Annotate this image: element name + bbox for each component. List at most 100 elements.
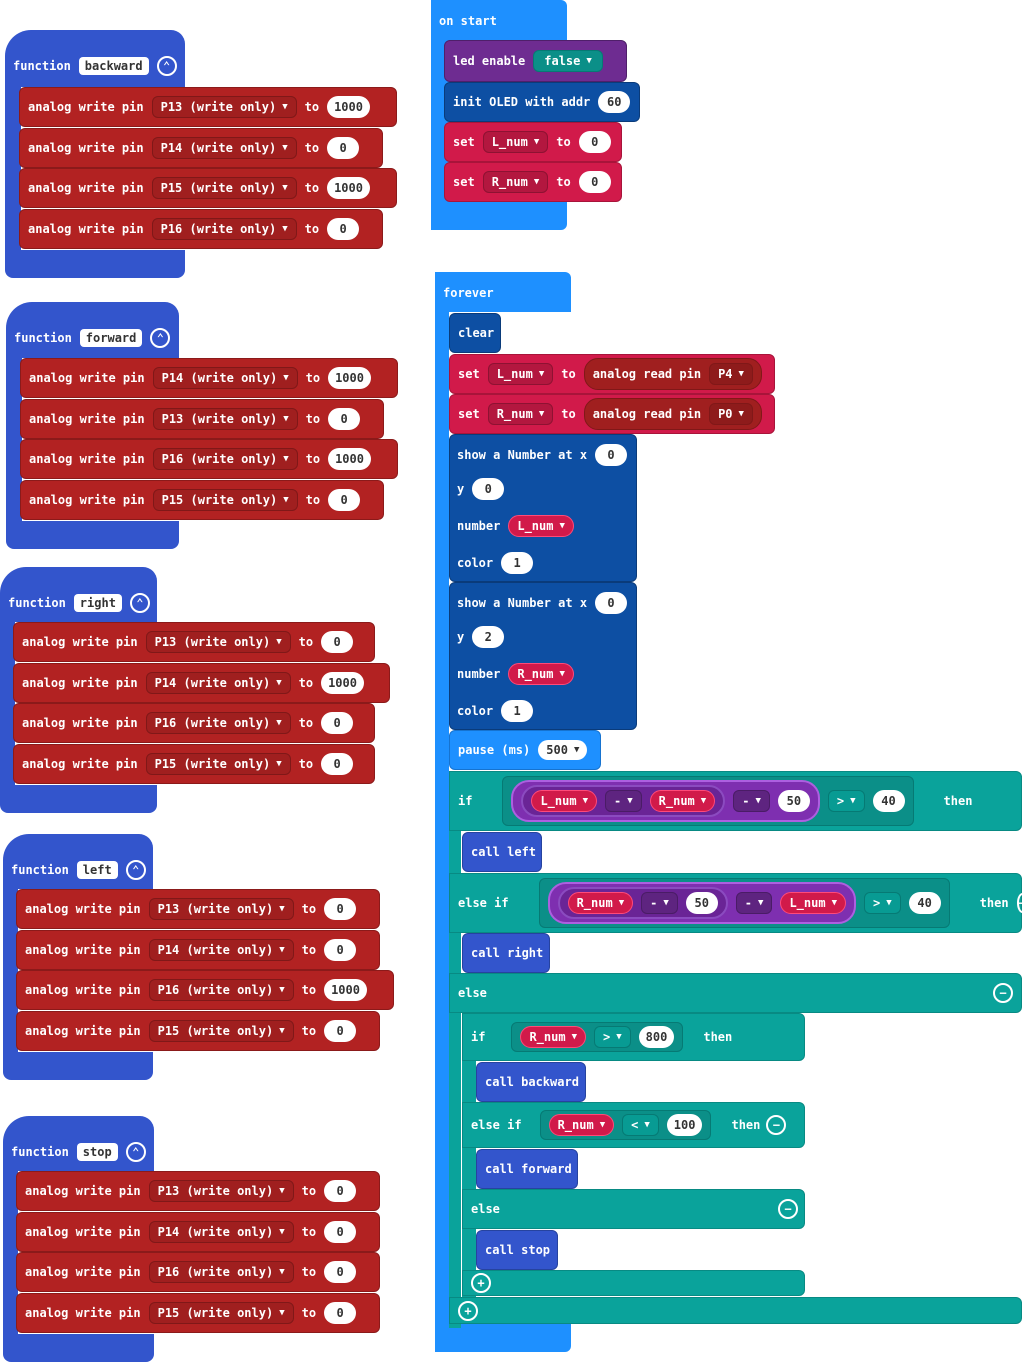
pin-dropdown[interactable]: P0▼ [709,403,753,425]
value-input[interactable]: 0 [324,1261,357,1283]
var-dropdown[interactable]: R_num▼ [508,663,574,685]
call-forward-block[interactable]: call forward [476,1149,578,1189]
function-name-field[interactable]: stop [76,1143,118,1161]
add-icon[interactable]: + [471,1273,491,1293]
led-enable-dropdown[interactable]: false▼ [533,50,603,72]
collapse-icon[interactable]: ⌃ [129,593,150,613]
init-oled-block[interactable]: init OLED with addr 60 [444,82,640,122]
value-input[interactable]: 1000 [328,367,371,389]
var-dropdown[interactable]: L_num▼ [487,363,554,385]
var-dropdown[interactable]: R_num▼ [567,892,634,914]
forty-input[interactable]: 40 [872,790,905,812]
inner-else-row[interactable]: else − [462,1189,805,1229]
var-dropdown[interactable]: L_num▼ [531,790,597,812]
var-dropdown[interactable]: L_num▼ [482,131,549,153]
set-r-num-block[interactable]: set R_num▼ to 0 [444,162,622,202]
var-dropdown[interactable]: R_num▼ [487,403,554,425]
oled-addr-input[interactable]: 60 [598,91,631,113]
y-input[interactable]: 0 [472,478,505,500]
compare-dropdown[interactable]: >▼ [863,892,901,914]
pin-dropdown[interactable]: P15 (write only)▼ [151,177,297,199]
pin-dropdown[interactable]: P13 (write only)▼ [148,898,294,920]
minus-block-outer[interactable]: L_num▼ -▼ R_num▼ -▼ 50 [511,780,820,822]
value-input[interactable]: 0 [328,407,361,430]
value-input[interactable]: 1000 [321,671,364,694]
compare-dropdown[interactable]: >▼ [827,790,865,812]
pin-dropdown[interactable]: P16 (write only)▼ [151,217,297,240]
compare-block[interactable]: L_num▼ -▼ R_num▼ -▼ 50 >▼ 40 [502,776,914,826]
op-dropdown[interactable]: -▼ [605,790,642,812]
pause-dropdown[interactable]: 500▼ [538,740,588,760]
set-r-num-read-block[interactable]: set R_num▼ to analog read pin P0▼ [449,394,775,434]
value-input[interactable]: 0 [578,131,611,153]
pin-dropdown[interactable]: P13 (write only)▼ [148,1180,294,1202]
call-right-block[interactable]: call right [462,933,550,973]
var-dropdown[interactable]: R_num▼ [520,1026,586,1048]
value-input[interactable]: 0 [578,171,611,193]
remove-icon[interactable]: − [993,983,1013,1003]
value-input[interactable]: 0 [324,1180,357,1202]
pin-dropdown[interactable]: P14 (write only)▼ [145,671,291,694]
set-l-num-read-block[interactable]: set L_num▼ to analog read pin P4▼ [449,354,775,394]
function-name-field[interactable]: backward [78,57,149,75]
color-input[interactable]: 1 [501,552,534,574]
function-name-field[interactable]: left [76,861,118,879]
pin-dropdown[interactable]: P13 (write only)▼ [151,96,297,118]
var-dropdown[interactable]: R_num▼ [548,1114,615,1136]
clear-block[interactable]: clear [449,313,501,353]
call-stop-block[interactable]: call stop [476,1230,558,1270]
value-input[interactable]: 0 [321,631,354,653]
else-if-row[interactable]: else if R_num▼ -▼ 50 -▼ L_num▼ >▼ 40 the… [449,873,1022,933]
compare-block[interactable]: R_num▼ -▼ 50 -▼ L_num▼ >▼ 40 [538,878,950,928]
value-input[interactable]: 0 [324,1220,357,1243]
value-input[interactable]: 0 [327,217,360,240]
op-dropdown[interactable]: -▼ [735,892,773,914]
eight-hundred-input[interactable]: 800 [638,1026,675,1048]
add-icon[interactable]: + [458,1300,478,1321]
compare-block[interactable]: R_num▼ <▼ 100 [539,1110,712,1140]
color-input[interactable]: 1 [501,700,534,722]
value-input[interactable]: 1000 [328,448,371,470]
var-dropdown[interactable]: R_num▼ [482,171,549,193]
minus-block-inner[interactable]: L_num▼ -▼ R_num▼ [521,785,726,817]
value-input[interactable]: 0 [321,712,354,734]
pin-dropdown[interactable]: P16 (write only)▼ [145,712,291,734]
compare-dropdown[interactable]: <▼ [622,1114,659,1136]
collapse-icon[interactable]: ⌃ [125,860,146,880]
one-hundred-input[interactable]: 100 [666,1114,703,1136]
minus-block-inner[interactable]: R_num▼ -▼ 50 [557,887,728,919]
var-dropdown[interactable]: R_num▼ [649,790,716,812]
op-dropdown[interactable]: -▼ [733,790,770,812]
pin-dropdown[interactable]: P15 (write only)▼ [145,752,291,775]
value-input[interactable]: 1000 [324,979,367,1001]
pin-dropdown[interactable]: P15 (write only)▼ [148,1301,294,1324]
function-name-field[interactable]: right [73,594,122,612]
fifty-input[interactable]: 50 [685,892,718,914]
x-input[interactable]: 0 [595,444,628,466]
value-input[interactable]: 0 [327,136,360,159]
analog-read-block[interactable]: analog read pin P4▼ [583,358,762,390]
pin-dropdown[interactable]: P13 (write only)▼ [145,631,291,653]
value-input[interactable]: 0 [321,752,354,775]
value-input[interactable]: 0 [324,1301,357,1324]
analog-read-block[interactable]: analog read pin P0▼ [583,398,762,430]
function-name-field[interactable]: forward [79,329,143,347]
var-dropdown[interactable]: L_num▼ [780,892,846,914]
value-input[interactable]: 0 [324,898,357,920]
call-left-block[interactable]: call left [462,832,542,872]
